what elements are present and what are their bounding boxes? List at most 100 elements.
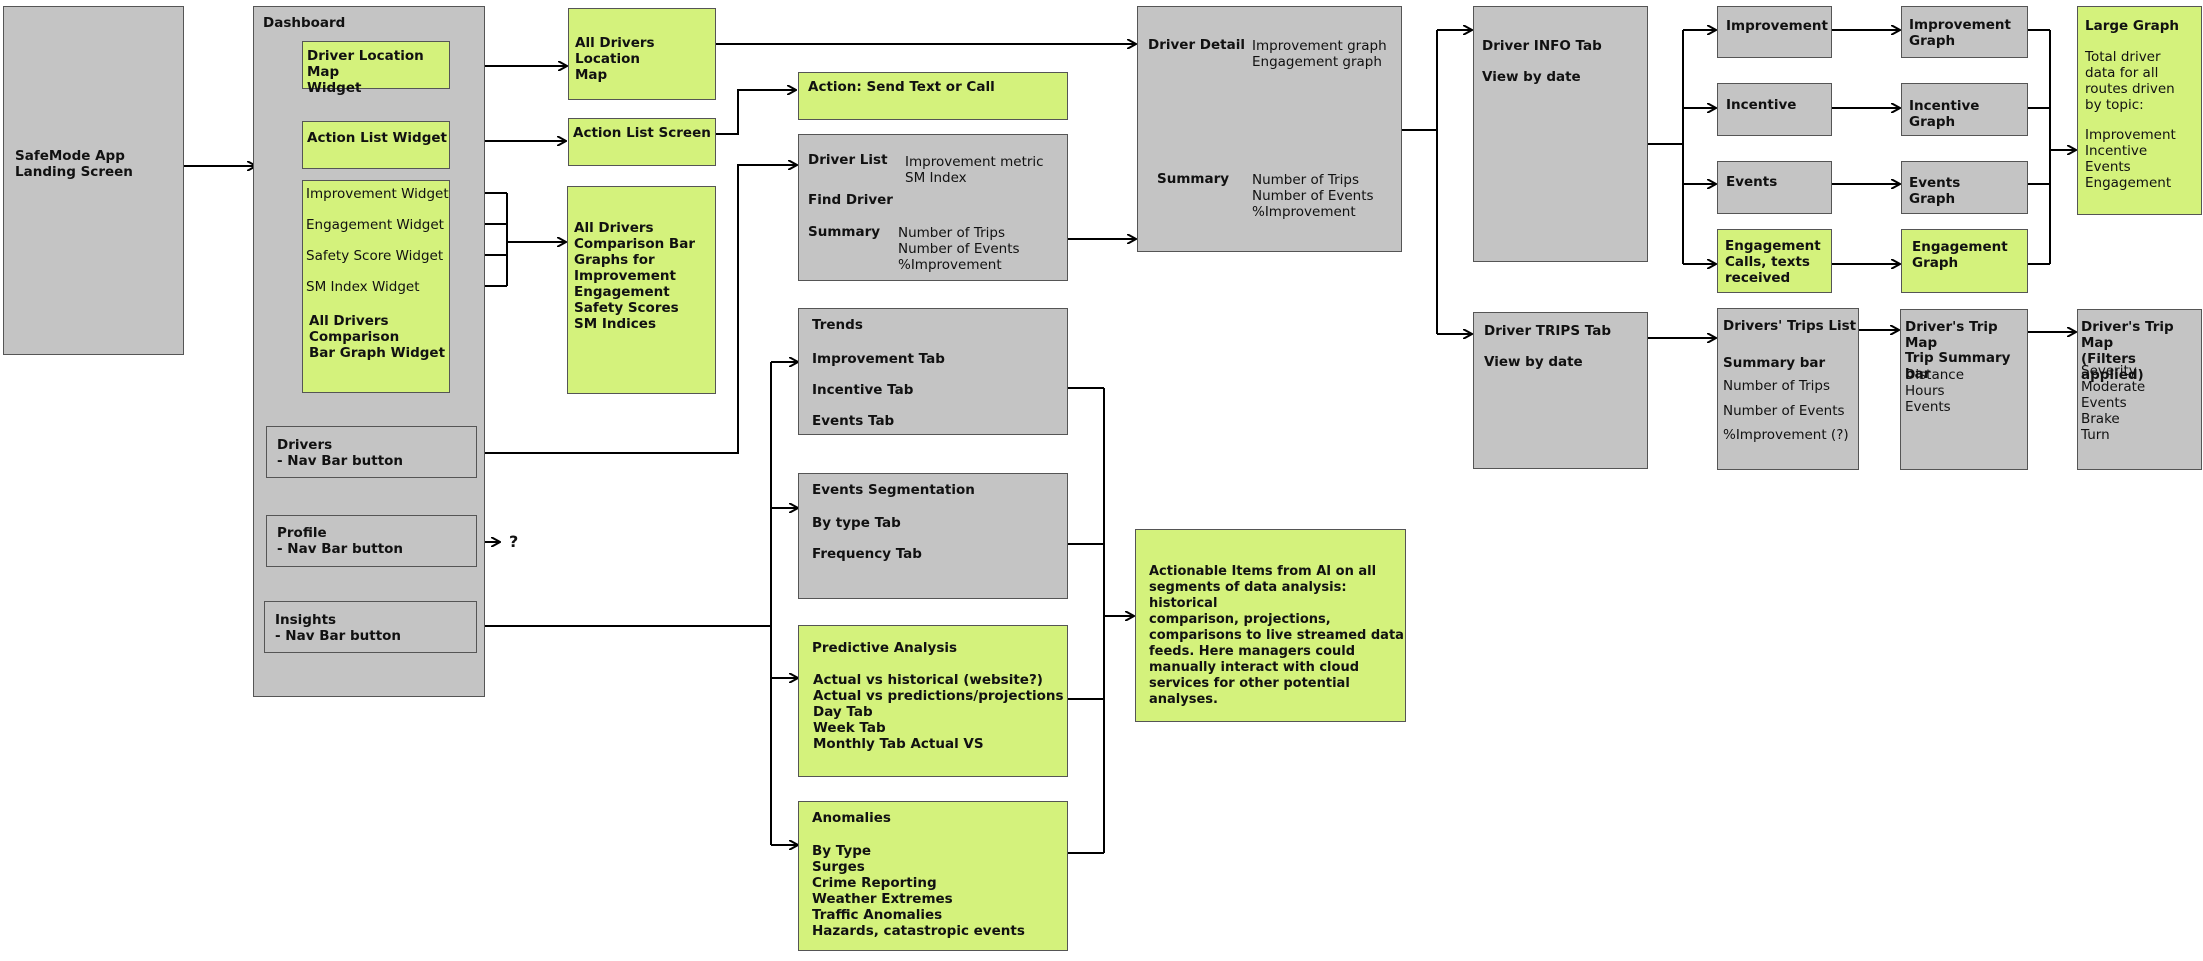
trips-tab-title: Driver TRIPS Tab [1484, 323, 1611, 339]
large-graph-title: Large Graph [2085, 18, 2180, 34]
comparison-graphs-label: All Drivers Comparison Bar Graphs for Im… [574, 220, 695, 332]
profile-unknown-mark: ? [509, 532, 519, 551]
segmentation-tab-type: By type Tab [812, 515, 901, 531]
edge-graphs-large [2028, 29, 2051, 265]
node-improvement-graph: Improvement Graph [1901, 6, 2028, 58]
driver-detail-title: Driver Detail [1148, 37, 1245, 53]
node-action-widget: Action List Widget [302, 121, 450, 169]
insights-nav-label: Insights - Nav Bar button [275, 612, 402, 644]
engagement-label: Engagement Calls, texts received [1725, 238, 1821, 286]
edge-detail-tabs [1402, 30, 1438, 334]
node-actionable-items: Actionable Items from AI on all segments… [1135, 529, 1406, 722]
node-action-list-screen: Action List Screen [568, 118, 716, 166]
trends-title: Trends [812, 317, 863, 333]
segmentation-title: Events Segmentation [812, 482, 975, 498]
drivers-nav-label: Drivers - Nav Bar button [277, 437, 404, 469]
edge-action-send [716, 90, 796, 135]
node-large-graph: Large Graph Total driver data for all ro… [2077, 6, 2202, 215]
trip-map-summary: Trip Summary bar [1905, 350, 2011, 382]
trips-list-trips: Number of Trips [1723, 378, 1830, 394]
edge-info-topics [1648, 30, 1684, 264]
node-location-widget: Driver Location Map Widget [302, 41, 450, 96]
trips-tab-sub: View by date [1484, 354, 1583, 370]
driver-list-summary-label: Summary [808, 224, 881, 240]
info-tab-title: Driver INFO Tab [1482, 38, 1602, 54]
trips-list-title: Drivers' Trips List [1723, 318, 1857, 334]
events-graph-label: Events Graph [1909, 175, 1961, 207]
driver-list-summary-items: Number of Trips Number of Events %Improv… [898, 225, 1020, 273]
node-comparison-graphs: All Drivers Comparison Bar Graphs for Im… [567, 186, 716, 394]
node-trends: Trends Improvement Tab Incentive Tab Eve… [798, 308, 1068, 435]
edge-drivers-list [477, 165, 797, 454]
node-trip-map-filtered: Driver's Trip Map (Filters applied) Seve… [2077, 309, 2202, 470]
action-widget-label: Action List Widget [307, 130, 447, 146]
action-list-screen-label: Action List Screen [573, 125, 711, 141]
driver-detail-graphs: Improvement graph Engagement graph [1252, 38, 1387, 70]
comparison-widget-label: All Drivers Comparison Bar Graph Widget [309, 313, 446, 361]
trips-list-improvement: %Improvement (?) [1723, 427, 1849, 443]
driver-detail-summary-label: Summary [1157, 171, 1230, 187]
action-send-label: Action: Send Text or Call [808, 79, 995, 95]
node-widget-group: Improvement Widget Engagement Widget Saf… [302, 180, 450, 393]
node-driver-list: Driver List Improvement metric SM Index … [798, 134, 1068, 281]
incentive-graph-label: Incentive Graph [1909, 98, 1980, 130]
segmentation-tab-frequency: Frequency Tab [812, 546, 922, 562]
engagement-graph-label: Engagement Graph [1912, 239, 2008, 271]
trip-map-title: Driver's Trip Map [1905, 319, 1998, 351]
driver-detail-summary-items: Number of Trips Number of Events %Improv… [1252, 172, 1374, 220]
driver-list-find: Find Driver [808, 192, 893, 208]
improvement-label: Improvement [1726, 18, 1828, 34]
trip-map-filtered-items: Severity Moderate Events Brake Turn [2081, 363, 2146, 443]
node-anomalies: Anomalies By Type Surges Crime Reporting… [798, 801, 1068, 951]
node-trips-tab: Driver TRIPS Tab View by date [1473, 312, 1648, 469]
trends-tab-incentive: Incentive Tab [812, 382, 914, 398]
edge-to-actionable [1068, 387, 1105, 854]
improvement-widget-label: Improvement Widget [306, 186, 449, 202]
predictive-items: Actual vs historical (website?) Actual v… [813, 672, 1064, 752]
actionable-text: Actionable Items from AI on all segments… [1149, 564, 1404, 707]
node-location-map: All Drivers Location Map [568, 8, 716, 100]
node-incentive: Incentive [1717, 83, 1832, 136]
predictive-title: Predictive Analysis [812, 640, 958, 656]
landing-title: SafeMode App Landing Screen [15, 148, 133, 180]
node-events: Events [1717, 161, 1832, 214]
safety-widget-label: Safety Score Widget [306, 248, 444, 264]
profile-nav-label: Profile - Nav Bar button [277, 525, 404, 557]
trips-list-summary: Summary bar [1723, 355, 1826, 371]
improvement-graph-label: Improvement Graph [1909, 17, 2011, 49]
trip-map-items: Distance Hours Events [1905, 367, 1965, 415]
node-events-segmentation: Events Segmentation By type Tab Frequenc… [798, 473, 1068, 599]
trip-map-filtered-title: Driver's Trip Map (Filters applied) [2081, 319, 2174, 383]
large-graph-items: Improvement Incentive Events Engagement [2085, 127, 2176, 191]
node-action-send: Action: Send Text or Call [798, 72, 1068, 120]
dashboard-title: Dashboard [263, 15, 346, 31]
location-map-label: All Drivers Location Map [575, 35, 655, 83]
node-improvement: Improvement [1717, 6, 1832, 58]
node-insights-nav: Insights - Nav Bar button [264, 601, 477, 653]
large-graph-desc: Total driver data for all routes driven … [2085, 49, 2175, 113]
trends-tab-improvement: Improvement Tab [812, 351, 945, 367]
driver-list-metrics: Improvement metric SM Index [905, 154, 1044, 186]
node-info-tab: Driver INFO Tab View by date [1473, 6, 1648, 262]
node-engagement: Engagement Calls, texts received [1717, 229, 1832, 293]
node-events-graph: Events Graph [1901, 161, 2028, 214]
node-incentive-graph: Incentive Graph [1901, 83, 2028, 136]
node-profile-nav: Profile - Nav Bar button [266, 515, 477, 567]
node-trip-map: Driver's Trip Map Trip Summary bar Dista… [1900, 309, 2028, 470]
node-drivers-nav: Drivers - Nav Bar button [266, 426, 477, 478]
trips-list-events: Number of Events [1723, 403, 1845, 419]
sm-widget-label: SM Index Widget [306, 279, 420, 295]
node-driver-detail: Driver Detail Improvement graph Engageme… [1137, 6, 1402, 252]
node-predictive-analysis: Predictive Analysis Actual vs historical… [798, 625, 1068, 777]
node-engagement-graph: Engagement Graph [1901, 229, 2028, 293]
engagement-widget-label: Engagement Widget [306, 217, 444, 233]
node-trips-list: Drivers' Trips List Summary bar Number o… [1717, 308, 1859, 470]
anomalies-title: Anomalies [812, 810, 891, 826]
anomalies-items: By Type Surges Crime Reporting Weather E… [812, 843, 1025, 939]
node-landing-screen: SafeMode App Landing Screen [3, 6, 184, 355]
events-label: Events [1726, 174, 1778, 190]
driver-list-title: Driver List [808, 152, 888, 168]
info-tab-sub: View by date [1482, 69, 1581, 85]
location-widget-label: Driver Location Map Widget [307, 48, 424, 96]
